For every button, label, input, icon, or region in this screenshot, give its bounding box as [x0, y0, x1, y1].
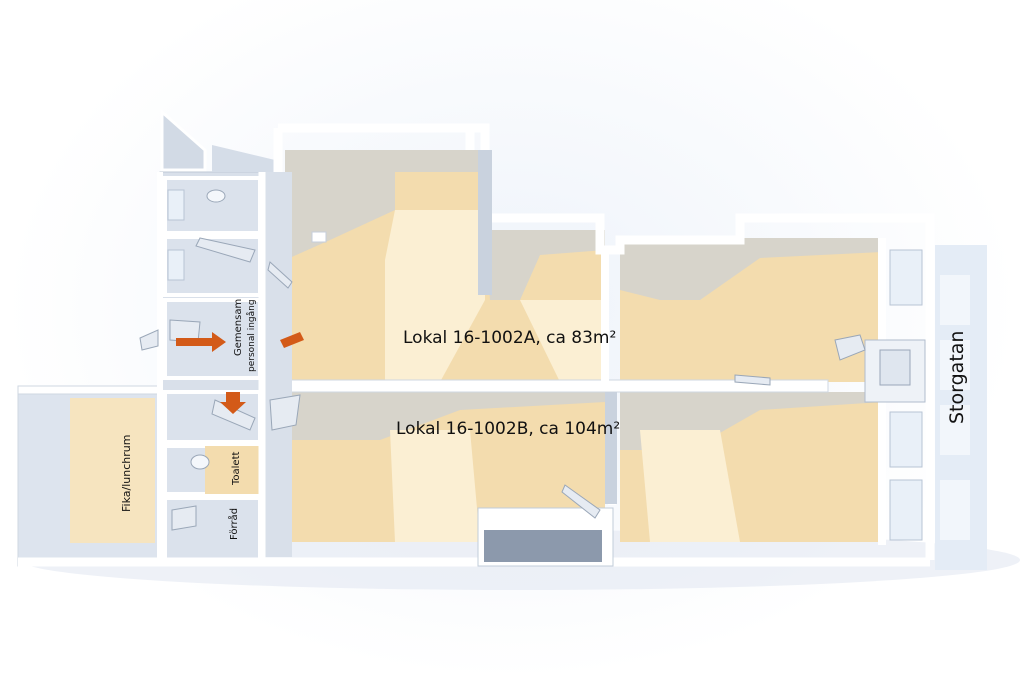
entry-arrows [176, 332, 304, 414]
label-gemensam: Gemensam [233, 298, 244, 356]
walls [18, 123, 935, 567]
label-toalett: Toalett [231, 451, 242, 485]
top-left-block [160, 108, 275, 172]
street-facade [935, 245, 987, 570]
service-rooms [163, 176, 262, 562]
doors [139, 237, 866, 531]
pillar [311, 231, 327, 243]
label-personal: personal ingång [247, 299, 257, 372]
label-lokal-a: Lokal 16-1002A, ca 83m² [403, 328, 617, 348]
arrow-down-icon [220, 392, 246, 414]
closet [477, 507, 614, 567]
label-fika: Fika/lunchrum [120, 434, 133, 512]
label-street: Storgatan [946, 330, 968, 424]
room-lokal-a [285, 150, 882, 382]
street-windows [864, 249, 926, 541]
arrow-small-icon [280, 332, 304, 348]
room-fika [17, 385, 161, 567]
room-lokal-b [270, 392, 882, 542]
label-forrad: Förråd [229, 507, 240, 540]
label-lokal-b: Lokal 16-1002B, ca 104m² [396, 419, 621, 439]
arrow-right-icon [176, 332, 226, 352]
